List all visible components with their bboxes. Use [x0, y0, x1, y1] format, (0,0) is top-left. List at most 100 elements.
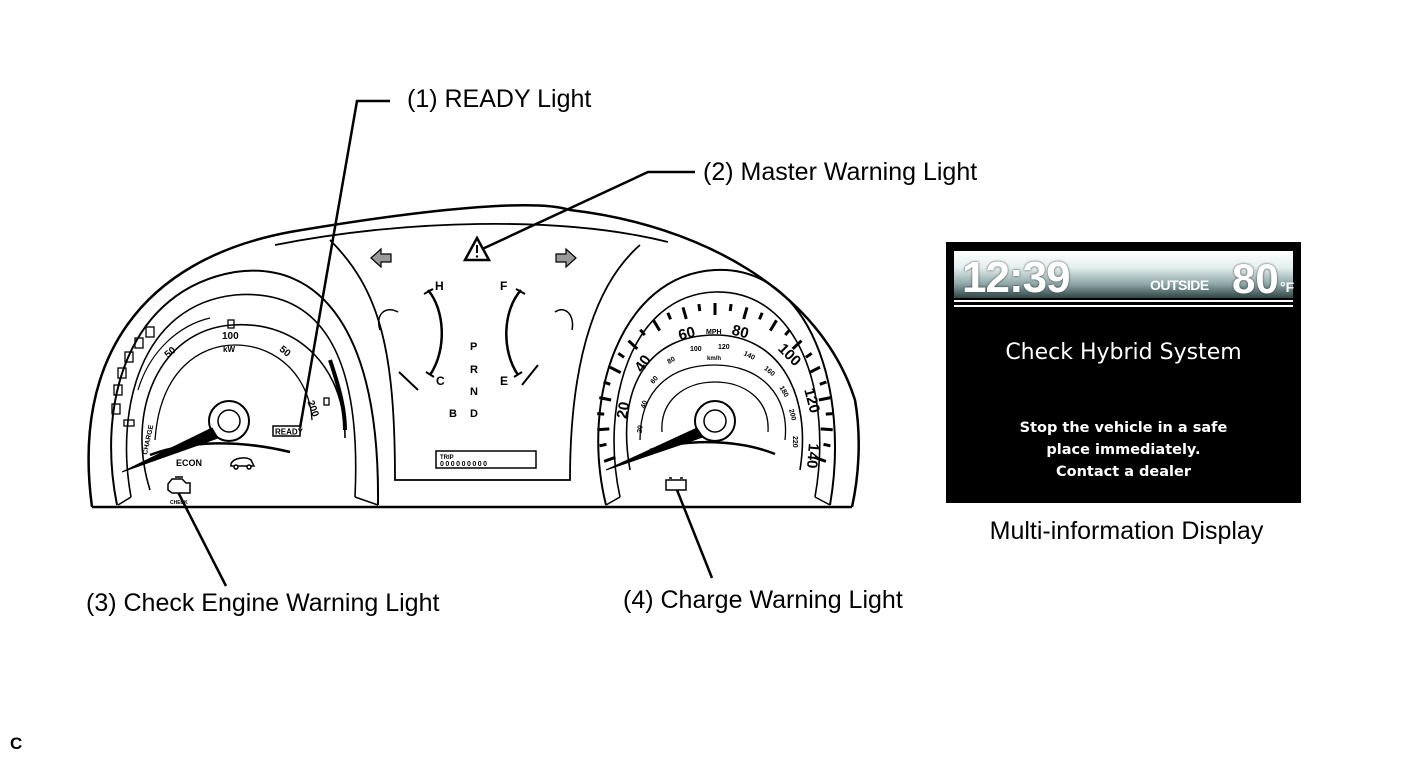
display-header: 12:39 OUTSIDE 80 °F	[954, 251, 1295, 302]
kmh-label-120: 120	[718, 344, 730, 351]
speed-tick	[599, 396, 612, 402]
check-engine-callout: (3) Check Engine Warning Light	[86, 589, 440, 617]
odometer-digits: 000000000	[440, 461, 489, 468]
fuel-gauge	[505, 288, 539, 386]
mph-label-100: 100	[774, 340, 804, 370]
speedometer	[597, 268, 837, 506]
power-label-right-50: 50	[277, 344, 293, 360]
charge-warning-leader-line	[675, 489, 714, 579]
power-scale-blocks	[111, 319, 330, 427]
speed-hub-outer	[694, 400, 736, 442]
speed-tick	[617, 352, 625, 359]
shift-position-d: D	[470, 408, 478, 420]
shift-position-b: B	[449, 408, 457, 420]
warning-message-line-1: Stop the vehicle in a safe	[1019, 420, 1228, 436]
speed-tick	[769, 319, 778, 332]
temp-hot-label: H	[435, 279, 444, 293]
speed-tick	[728, 303, 733, 312]
odometer-display: TRIP 000000000	[435, 450, 537, 469]
speed-tick	[825, 412, 833, 416]
temperature-unit: °F	[1280, 279, 1295, 295]
car-eco-icon	[230, 457, 256, 470]
speed-tick	[823, 442, 831, 448]
power-label-100: 100	[222, 331, 239, 342]
clock-time: 12:39	[962, 253, 1071, 302]
power-label-left-50: 50	[163, 345, 179, 361]
kmh-label-60: 60	[650, 375, 660, 386]
kmh-label-100: 100	[690, 346, 702, 353]
speed-tick	[742, 306, 749, 320]
speed-tick	[819, 380, 827, 386]
speed-tick	[609, 365, 622, 374]
kmh-label-140: 140	[742, 350, 756, 361]
power-unit-kw: kW	[223, 345, 235, 354]
display-divider-bottom	[954, 305, 1293, 307]
shift-position-n: N	[470, 386, 478, 398]
mph-label-60: 60	[677, 324, 698, 345]
check-label: CHECK	[170, 500, 188, 506]
warning-message-line-2: place immediately.	[1046, 442, 1201, 458]
speed-tick	[805, 352, 813, 359]
speed-tick	[599, 442, 607, 448]
speed-tick	[791, 339, 803, 350]
shift-position-r: R	[470, 364, 478, 376]
kmh-label-180: 180	[778, 385, 790, 399]
power-hub-inner	[217, 409, 241, 433]
kmh-label-200: 200	[787, 408, 797, 421]
speed-tick	[758, 312, 764, 320]
battery-charge-icon	[665, 477, 687, 491]
ready-indicator: READY	[272, 425, 304, 437]
charge-warning-callout: (4) Charge Warning Light	[623, 586, 903, 614]
temperature-gauge	[398, 288, 443, 391]
mph-label-20: 20	[614, 401, 634, 420]
speed-tick	[697, 303, 702, 312]
speed-tick	[603, 455, 616, 463]
speed-tick	[808, 365, 821, 374]
kmh-label-80: 80	[666, 356, 676, 366]
speed-tick	[681, 306, 688, 320]
speed-hub-inner	[703, 409, 727, 433]
outside-label: OUTSIDE	[1150, 277, 1209, 293]
speedometer-labels: 20 40 60 80 100 120 140 MPH km/h 20 40 6…	[614, 322, 823, 469]
kmh-label-40: 40	[640, 400, 649, 410]
power-meter	[110, 269, 380, 506]
figure-code: C	[10, 734, 23, 753]
speedometer-ticks	[597, 303, 833, 463]
speed-tick	[666, 312, 672, 320]
mph-label-80: 80	[730, 322, 751, 343]
master-warning-icon	[462, 235, 492, 262]
ready-light-callout: (1) READY Light	[407, 85, 592, 113]
speed-tick	[820, 427, 833, 432]
shift-position-p: P	[470, 341, 477, 353]
ready-leader-line	[298, 99, 390, 429]
warning-message-line-3: Contact a dealer	[1055, 464, 1191, 480]
mph-label-40: 40	[631, 352, 654, 375]
mph-unit: MPH	[706, 329, 722, 336]
outside-temperature: 80	[1232, 255, 1279, 302]
fuel-full-label: F	[500, 279, 507, 293]
speed-tick	[652, 319, 661, 332]
mph-label-120: 120	[800, 386, 823, 415]
cluster-housing	[87, 203, 860, 509]
mph-label-140: 140	[803, 443, 822, 469]
speed-tick	[603, 380, 611, 386]
kmh-label-20: 20	[637, 425, 645, 433]
power-label-200: 200	[305, 399, 321, 419]
power-hub-outer	[208, 400, 250, 442]
kmh-label-220: 220	[791, 436, 798, 448]
speed-tick	[597, 412, 605, 416]
turn-signal-left-icon	[370, 247, 392, 269]
speed-tick	[627, 339, 639, 350]
speed-tick	[597, 427, 610, 432]
turn-signal-right-icon	[555, 247, 577, 269]
display-divider-top	[954, 300, 1293, 302]
speed-tick	[784, 328, 791, 337]
speed-tick	[814, 455, 827, 463]
display-caption: Multi-information Display	[989, 517, 1264, 545]
kmh-unit: km/h	[707, 356, 721, 362]
kmh-label-160: 160	[762, 365, 776, 378]
warning-title: Check Hybrid System	[1005, 340, 1242, 365]
odometer-trip-label: TRIP	[440, 455, 454, 461]
temp-cold-label: C	[436, 374, 445, 388]
center-gauge-labels: H C F E P R N D B	[435, 279, 508, 420]
